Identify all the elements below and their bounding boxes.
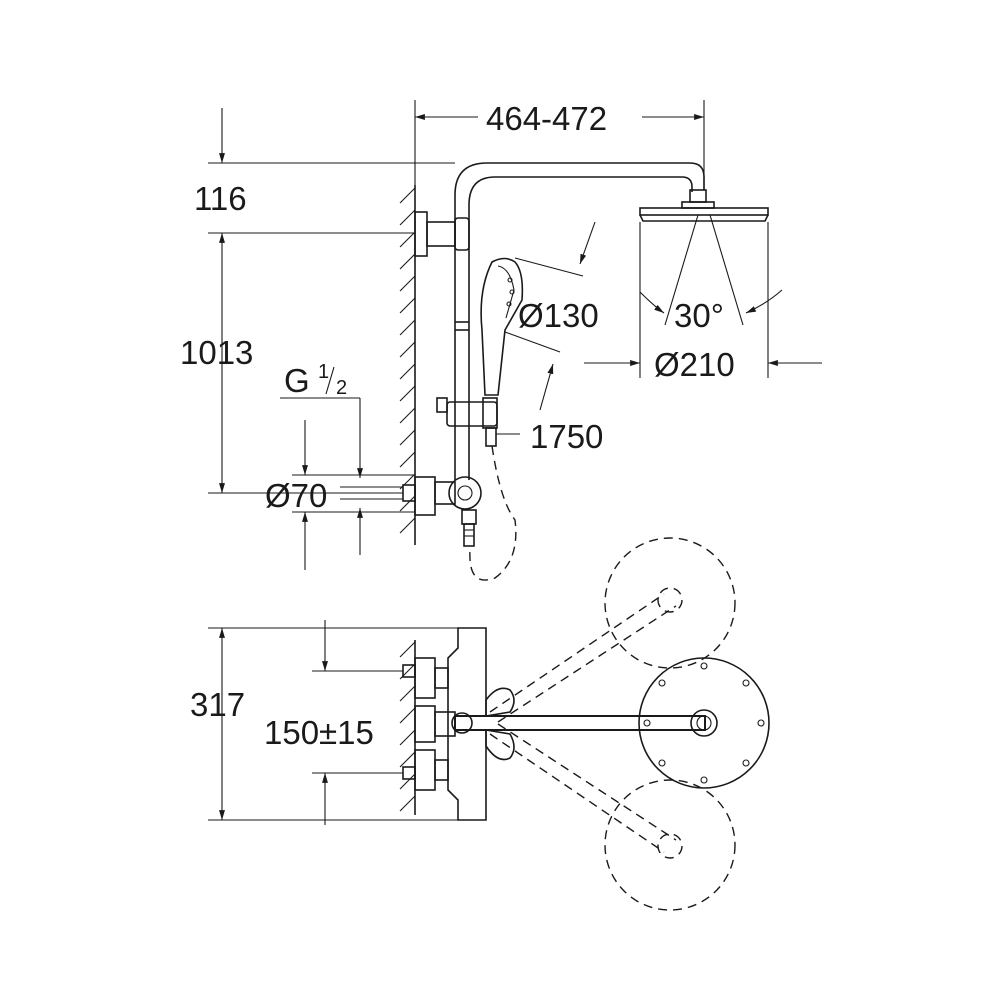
- slider: [436, 397, 498, 447]
- spray-angle-lines: [639, 214, 783, 326]
- wall-bracket: [414, 211, 470, 257]
- label-thread-num: 1: [318, 361, 329, 383]
- hand-shower: [480, 257, 524, 396]
- label-hand-shower: Ø130: [518, 297, 599, 334]
- centers-dimension: [312, 620, 403, 825]
- label-head-shower: Ø210: [654, 346, 735, 383]
- label-height-top: 116: [194, 180, 247, 217]
- shower-hose: [469, 445, 517, 581]
- top-shower-arm: [451, 709, 718, 737]
- label-centers: 150±15: [264, 714, 374, 751]
- vertical-dimension-chain: [208, 108, 455, 494]
- top-view: 317 150±15: [190, 537, 770, 911]
- top-hand-shower: [485, 687, 515, 761]
- thread-leader: [280, 397, 363, 555]
- label-height-rail: 1013: [180, 334, 253, 371]
- escutcheon-dimension: [292, 420, 415, 570]
- label-depth: 317: [190, 686, 245, 723]
- thread-fraction-slash: [325, 366, 335, 395]
- top-mixer-body: [402, 627, 487, 821]
- front-view: 464-472 116 1013 G 1 2 Ø70 Ø130 30° Ø210…: [180, 100, 822, 581]
- label-escutcheon: Ø70: [265, 477, 327, 514]
- shower-riser: [454, 162, 705, 480]
- depth-dimension: [208, 627, 458, 821]
- label-thread-g: G: [284, 362, 310, 399]
- head-diameter-dimension: [584, 222, 822, 378]
- swivel-positions: [489, 537, 736, 911]
- label-hose-length: 1750: [530, 418, 603, 455]
- label-thread-den: 2: [336, 377, 347, 399]
- head-shower: [639, 189, 769, 222]
- label-spray-angle: 30°: [674, 297, 724, 334]
- arm-width-dimension: [414, 100, 705, 190]
- hand-shower-dimension: [504, 221, 596, 411]
- label-arm-width: 464-472: [486, 100, 607, 137]
